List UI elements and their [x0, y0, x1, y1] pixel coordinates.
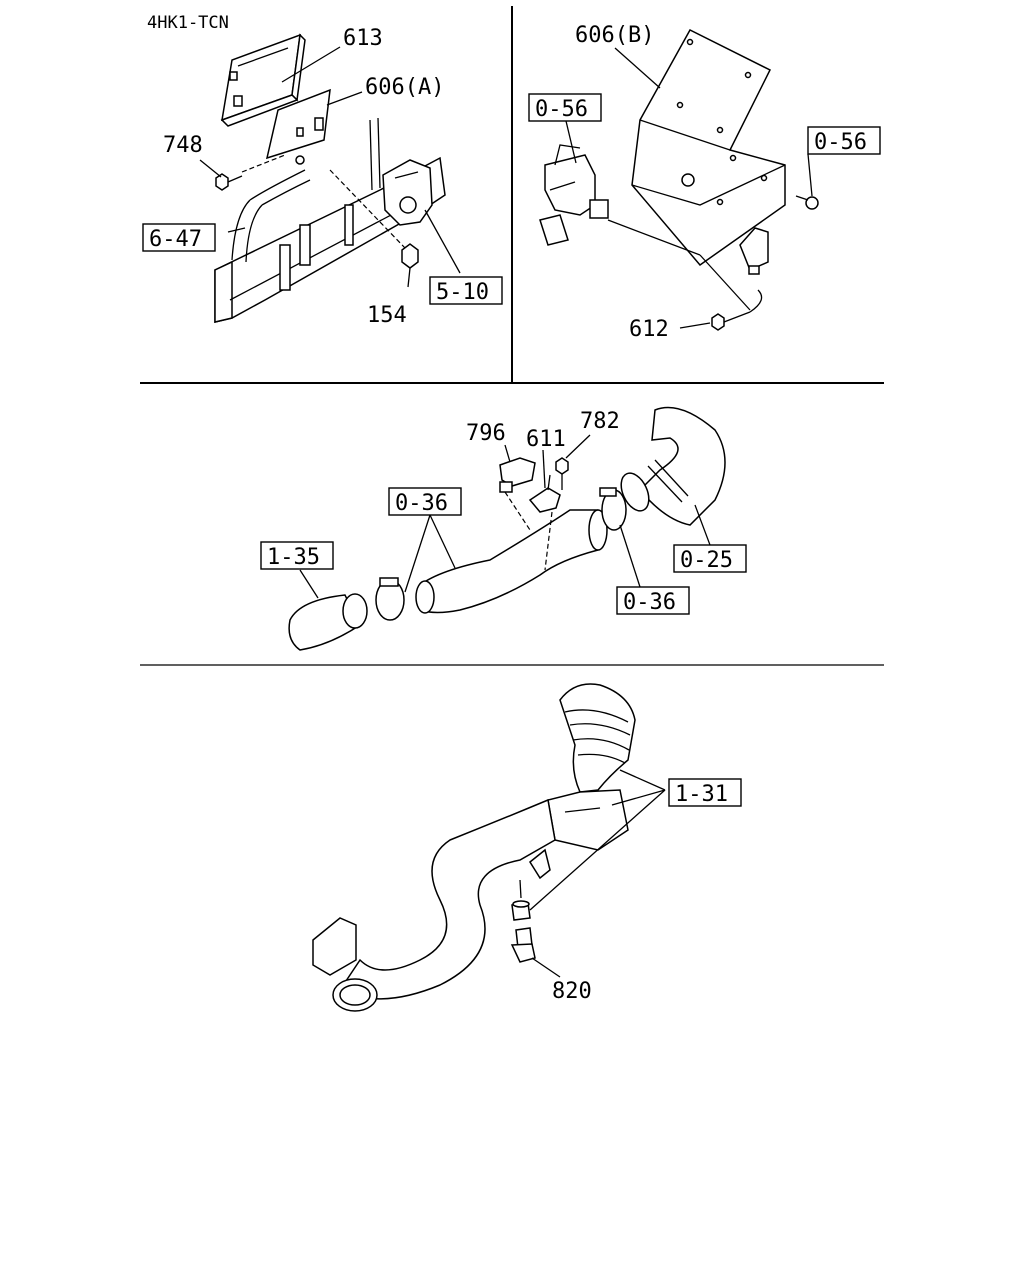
clamp-left	[375, 577, 405, 621]
bracket-606b	[631, 29, 786, 272]
ref-box-6-47	[142, 223, 216, 252]
bolt-748-part	[215, 173, 243, 191]
label-1-31: 1-31	[675, 782, 728, 807]
screw-782-part	[555, 457, 569, 490]
label-820: 820	[552, 979, 592, 1004]
label-606b: 606(B)	[575, 23, 654, 48]
label-0-36-left: 0-36	[395, 491, 448, 516]
ref-box-clamp-left	[388, 487, 462, 516]
clamp-right	[599, 487, 627, 531]
label-6-47: 6-47	[149, 227, 202, 252]
label-5-10: 5-10	[436, 280, 489, 305]
label-606a: 606(A)	[365, 75, 444, 100]
top-right-panel: 606(B) 0-56 0-56 612	[528, 23, 881, 342]
label-0-25: 0-25	[680, 548, 733, 573]
ref-box-hose-right	[673, 544, 747, 573]
label-613: 613	[343, 26, 383, 51]
sensor-820-part	[510, 927, 536, 963]
hose-0-25	[620, 406, 726, 526]
ref-box-screw	[807, 126, 881, 155]
bolt-612-part	[711, 289, 763, 331]
label-154: 154	[367, 303, 407, 328]
intake-pipe	[415, 509, 608, 614]
hose-1-35	[288, 593, 368, 651]
bracket-606a	[265, 88, 331, 165]
bottom-panel: 1-31 820	[312, 683, 742, 1012]
ref-box-1-31	[668, 778, 742, 807]
label-612: 612	[629, 317, 669, 342]
ref-box-relay	[528, 93, 602, 122]
mount-bracket	[382, 159, 433, 226]
label-0-36-right: 0-36	[623, 590, 676, 615]
label-782: 782	[580, 409, 620, 434]
ref-box-5-10	[429, 276, 503, 305]
intake-duct	[312, 683, 636, 1012]
screw-part	[748, 195, 819, 275]
label-0-56-relay: 0-56	[535, 97, 588, 122]
label-0-56-screw: 0-56	[814, 130, 867, 155]
ref-box-hose-left	[260, 541, 334, 570]
label-611: 611	[526, 427, 566, 452]
ref-box-clamp-right	[616, 586, 690, 615]
label-748: 748	[163, 133, 203, 158]
nut-154-part	[401, 243, 419, 269]
ecu-unit	[220, 33, 306, 127]
sensor-796-part	[499, 457, 536, 493]
middle-panel: 796 611 782 0-36 1-35 0-25 0-36	[260, 406, 747, 651]
bracket-611-part	[528, 474, 561, 513]
engine-code: 4HK1-TCN	[147, 13, 229, 33]
label-796: 796	[466, 421, 506, 446]
label-1-35: 1-35	[267, 545, 320, 570]
grommet-part	[511, 900, 531, 921]
relay-assembly	[539, 144, 609, 246]
top-left-panel: 613 606(A) 748 6-47 154 5-10	[142, 26, 503, 328]
